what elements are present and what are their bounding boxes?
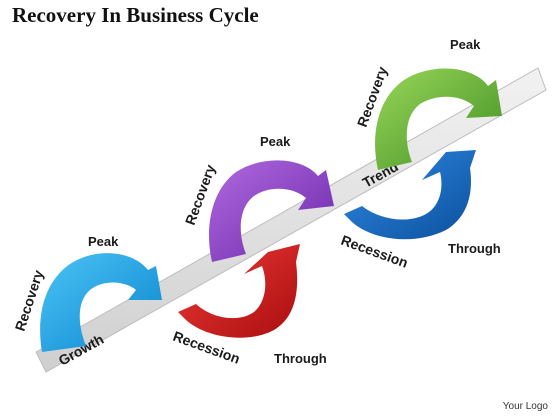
cycle2-peak-label: Peak [260, 134, 291, 149]
trend-band [35, 67, 547, 373]
cycle3-through-label: Through [448, 241, 501, 256]
cycle1-peak-label: Peak [88, 234, 119, 249]
recession-arrow-red [178, 244, 300, 338]
logo-placeholder: Your Logo [502, 401, 548, 412]
recovery-arrow-purple [209, 160, 334, 262]
recession-arrow-dark-blue [344, 150, 476, 240]
recovery-arrow-green [375, 68, 502, 170]
cycle3-peak-label: Peak [450, 37, 481, 52]
slide-title: Recovery In Business Cycle [12, 3, 259, 27]
growth-arrow-light-blue [40, 253, 162, 352]
cycle2-through-label: Through [274, 351, 327, 366]
